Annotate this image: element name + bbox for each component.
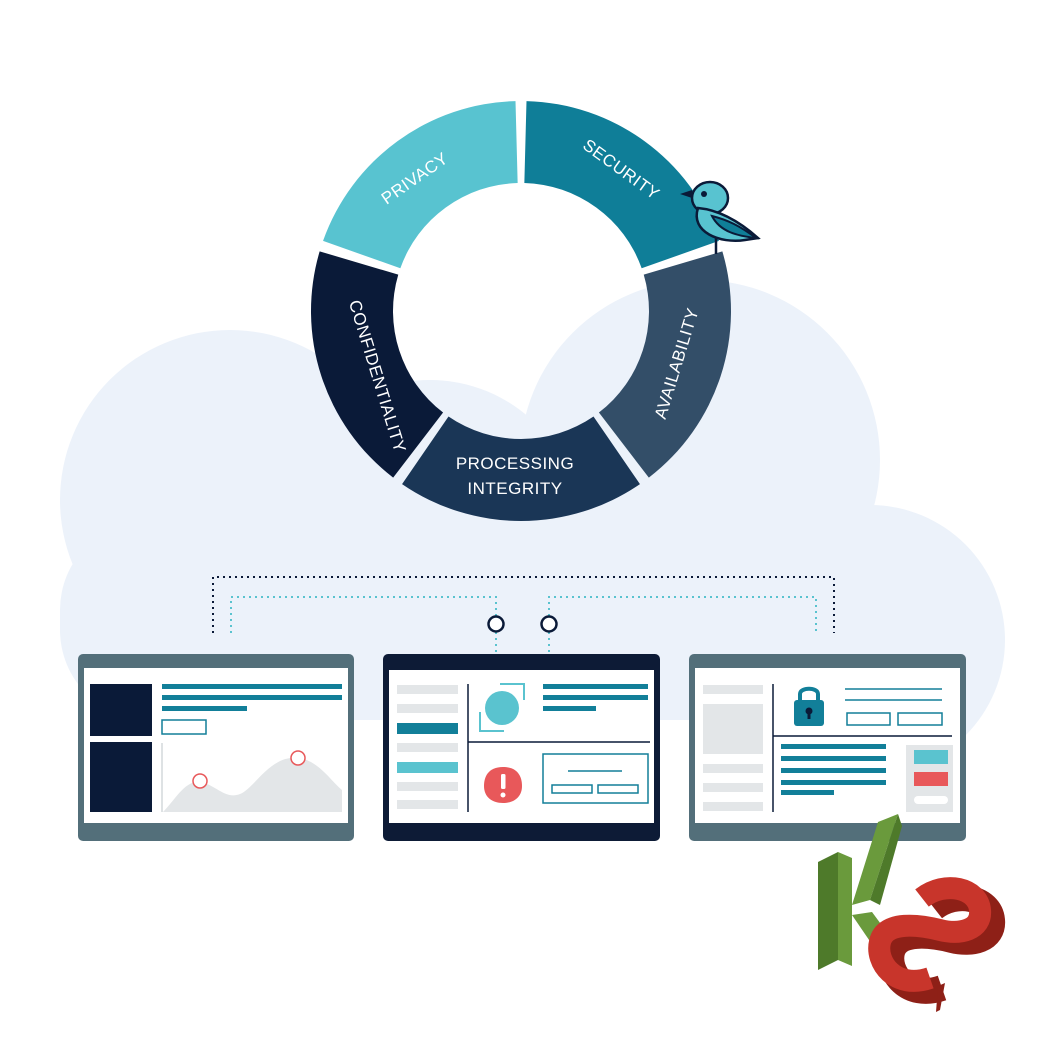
ring-label-integrity: INTEGRITY	[467, 479, 562, 498]
chat-preview	[906, 745, 953, 812]
ks-logo	[818, 814, 1005, 1012]
ring-segment-confidentiality	[323, 101, 518, 269]
form-box	[542, 753, 649, 804]
connector-lines	[212, 576, 835, 654]
thumbnail-block	[90, 684, 152, 736]
connector-node-left	[487, 615, 505, 633]
lock-icon	[794, 686, 824, 726]
area-chart	[163, 757, 342, 812]
ring-segment-availability	[402, 416, 640, 521]
ring-segment-security	[598, 251, 732, 478]
alert-icon	[484, 767, 522, 803]
ring-segment-privacy	[524, 101, 719, 269]
ring-diagram	[311, 101, 732, 521]
panel-secure	[689, 654, 966, 841]
chart-marker	[290, 750, 306, 766]
bird-icon	[680, 180, 761, 254]
panel-analytics	[78, 654, 354, 841]
panel-dashboard	[383, 654, 660, 841]
sidebar-item-highlight	[397, 762, 458, 773]
sidebar-item-active	[397, 723, 458, 734]
panel-button-outline	[161, 719, 207, 735]
ring-label-processing: PROCESSING	[456, 454, 574, 473]
chart-marker	[192, 773, 208, 789]
thumbnail-block	[90, 742, 152, 812]
target-icon	[479, 683, 525, 732]
ring-segment-processing-integrity	[311, 251, 444, 478]
connector-node-right	[540, 615, 558, 633]
